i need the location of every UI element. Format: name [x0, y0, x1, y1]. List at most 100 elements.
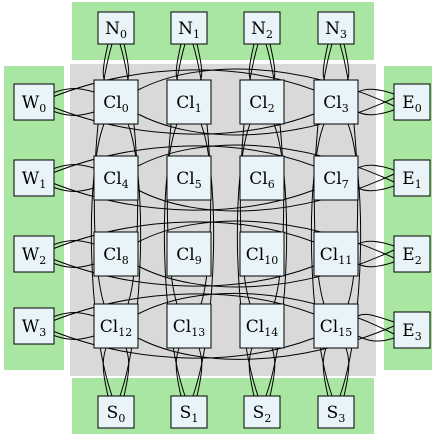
- port-s3: S3: [317, 395, 355, 429]
- port-e2-box: [393, 235, 431, 273]
- port-e1-label: E1: [402, 169, 421, 191]
- link-south-0-a: [102, 347, 109, 397]
- cluster-9-label: Cl9: [176, 245, 201, 267]
- port-n0-box: [97, 11, 135, 45]
- link-south-2-b: [269, 347, 276, 397]
- port-w2-label: W2: [22, 245, 46, 267]
- cluster-10-label: Cl10: [246, 245, 278, 267]
- port-w0: W0: [13, 83, 55, 121]
- link-west-2-b: [49, 261, 95, 268]
- link-south-3-a: [322, 347, 329, 397]
- link-west-1-b: [49, 185, 95, 192]
- cluster-7: Cl7: [313, 155, 359, 201]
- cluster-14-label: Cl14: [246, 317, 278, 339]
- port-s2: S2: [243, 395, 281, 429]
- link-south-1-a: [175, 347, 182, 397]
- port-e2: E2: [393, 235, 431, 273]
- link-west-0-b: [49, 109, 95, 116]
- cluster-9-box: [166, 231, 212, 277]
- link-east-0-a: [357, 88, 395, 95]
- port-n2-box: [243, 11, 281, 45]
- port-e1-box: [393, 159, 431, 197]
- cluster-14: Cl14: [239, 303, 285, 349]
- cluster-12: Cl12: [93, 303, 139, 349]
- link-east-3-b: [357, 335, 395, 342]
- cluster-15-label: Cl15: [320, 317, 352, 339]
- cluster-8-label: Cl8: [103, 245, 128, 267]
- link-east-2-b: [357, 261, 395, 268]
- cluster-7-box: [313, 155, 359, 201]
- cluster-9: Cl9: [166, 231, 212, 277]
- cluster-4: Cl4: [93, 155, 139, 201]
- cluster-2-label: Cl2: [249, 93, 274, 115]
- cluster-8: Cl8: [93, 231, 139, 277]
- link-south-0-c: [90, 123, 113, 397]
- link-west-3-a: [49, 312, 95, 319]
- cluster-11-box: [313, 231, 359, 277]
- port-s0-box: [97, 395, 135, 429]
- cluster-15: Cl15: [313, 303, 359, 349]
- link-east-3-a: [357, 313, 395, 323]
- link-south-2-a: [248, 347, 255, 397]
- port-s2-box: [243, 395, 281, 429]
- cluster-7-label: Cl7: [323, 169, 348, 191]
- cluster-13-box: [166, 303, 212, 349]
- port-s2-label: S2: [253, 403, 272, 425]
- link-west-0-a: [49, 88, 95, 95]
- port-s3-box: [317, 395, 355, 429]
- port-w3-label: W3: [22, 317, 46, 339]
- port-w1: W1: [13, 159, 55, 197]
- cluster-4-label: Cl4: [103, 169, 128, 191]
- port-n1: N1: [170, 11, 208, 45]
- cluster-10-box: [239, 231, 285, 277]
- link-west-3-b: [49, 333, 95, 340]
- cluster-0-box: [93, 79, 139, 125]
- cluster-5-box: [166, 155, 212, 201]
- cluster-6-label: Cl6: [249, 169, 274, 191]
- link-south-0-b: [123, 347, 130, 397]
- cluster-2-box: [239, 79, 285, 125]
- port-w0-label: W0: [22, 93, 46, 115]
- link-east-1-a: [357, 164, 395, 171]
- port-n2-label: N2: [251, 19, 273, 41]
- port-n2: N2: [243, 11, 281, 45]
- port-n0: N0: [97, 11, 135, 45]
- cluster-5: Cl5: [166, 155, 212, 201]
- cluster-0-label: Cl0: [103, 93, 128, 115]
- port-s1: S1: [170, 395, 208, 429]
- port-n3-box: [317, 11, 355, 45]
- port-e0-box: [393, 83, 431, 121]
- port-n1-box: [170, 11, 208, 45]
- port-n3: N3: [317, 11, 355, 45]
- port-w2: W2: [13, 235, 55, 273]
- port-n0-label: N0: [105, 19, 127, 41]
- cluster-2: Cl2: [239, 79, 285, 125]
- backgrounds: [4, 2, 432, 434]
- port-w0-box: [13, 83, 55, 121]
- port-w3: W3: [13, 307, 55, 345]
- cluster-3-label: Cl3: [323, 93, 348, 115]
- cluster-13: Cl13: [166, 303, 212, 349]
- port-w1-box: [13, 159, 55, 197]
- cluster-3-box: [313, 79, 359, 125]
- cluster-11-label: Cl11: [320, 245, 352, 267]
- cluster-5-label: Cl5: [176, 169, 201, 191]
- port-s0-label: S0: [107, 403, 126, 425]
- port-n1-label: N1: [178, 19, 200, 41]
- cluster-1: Cl1: [166, 79, 212, 125]
- link-east-1-b: [357, 185, 395, 192]
- port-e0: E0: [393, 83, 431, 121]
- cluster-12-box: [93, 303, 139, 349]
- cluster-6: Cl6: [239, 155, 285, 201]
- cluster-8-box: [93, 231, 139, 277]
- port-w2-box: [13, 235, 55, 273]
- cluster-1-label: Cl1: [176, 93, 201, 115]
- link-south-2-c: [236, 123, 259, 397]
- link-south-3-c: [310, 123, 333, 397]
- port-s0: S0: [97, 395, 135, 429]
- link-west-2-a: [49, 240, 95, 247]
- cluster-4-box: [93, 155, 139, 201]
- port-w3-box: [13, 307, 55, 345]
- link-south-2-d: [265, 123, 288, 397]
